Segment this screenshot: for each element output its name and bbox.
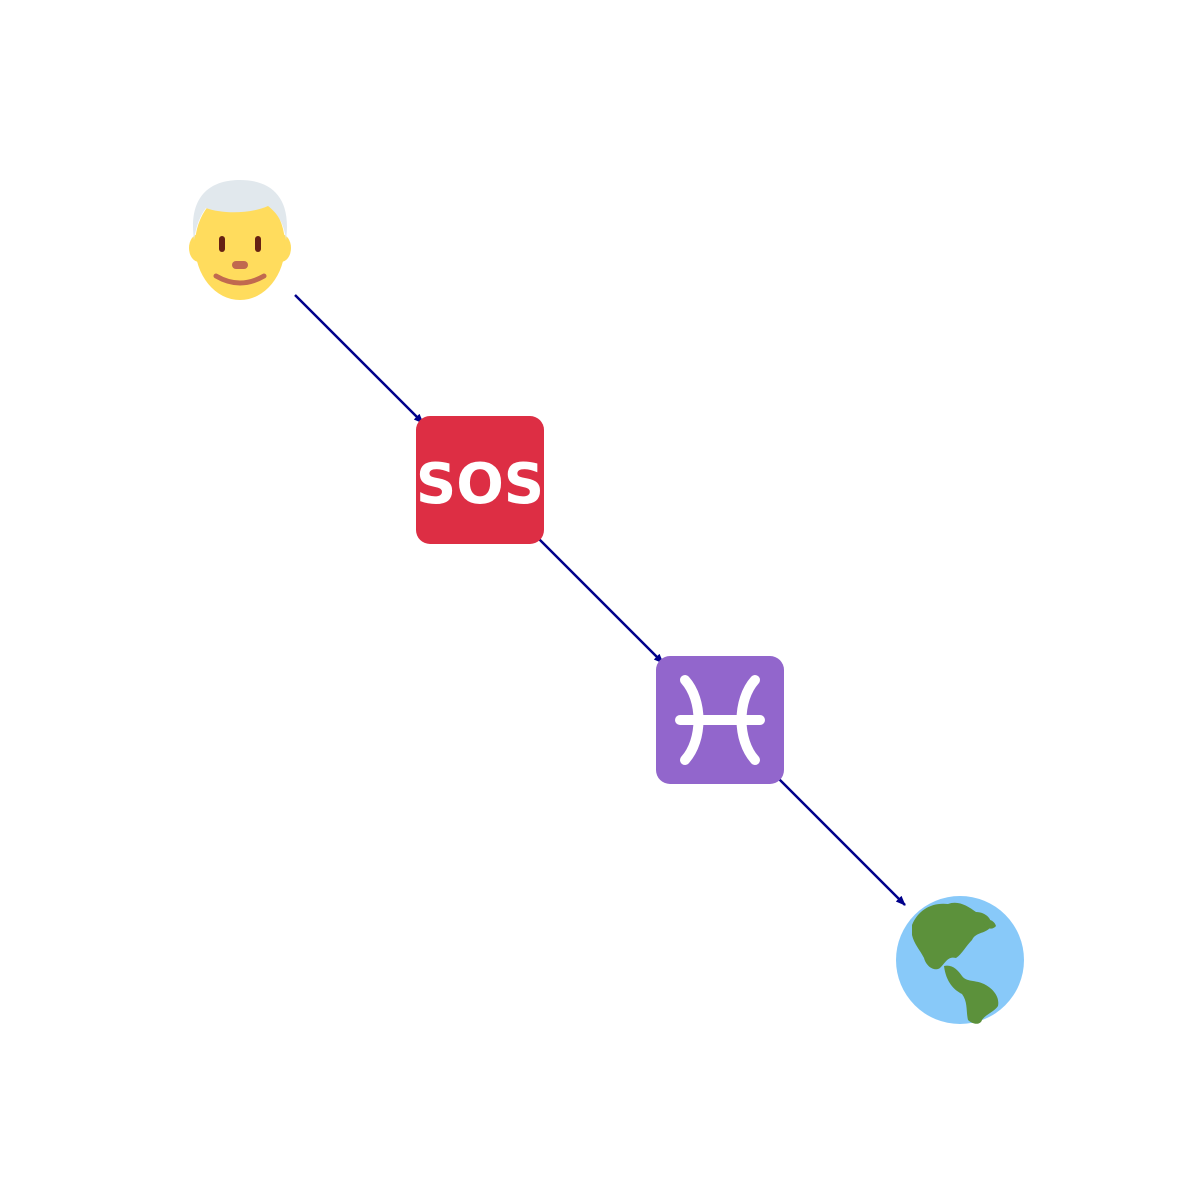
edge-man-to-sos <box>294 294 424 424</box>
sos-button-icon: SOS <box>416 416 544 544</box>
edge-pisces-to-earth <box>777 777 906 906</box>
edges <box>294 294 906 906</box>
edge-sos-to-pisces <box>537 537 664 664</box>
sos-label: SOS <box>416 452 544 517</box>
white-haired-man-icon <box>189 180 291 300</box>
globe-americas-icon <box>896 896 1024 1024</box>
pisces-icon <box>656 656 784 784</box>
